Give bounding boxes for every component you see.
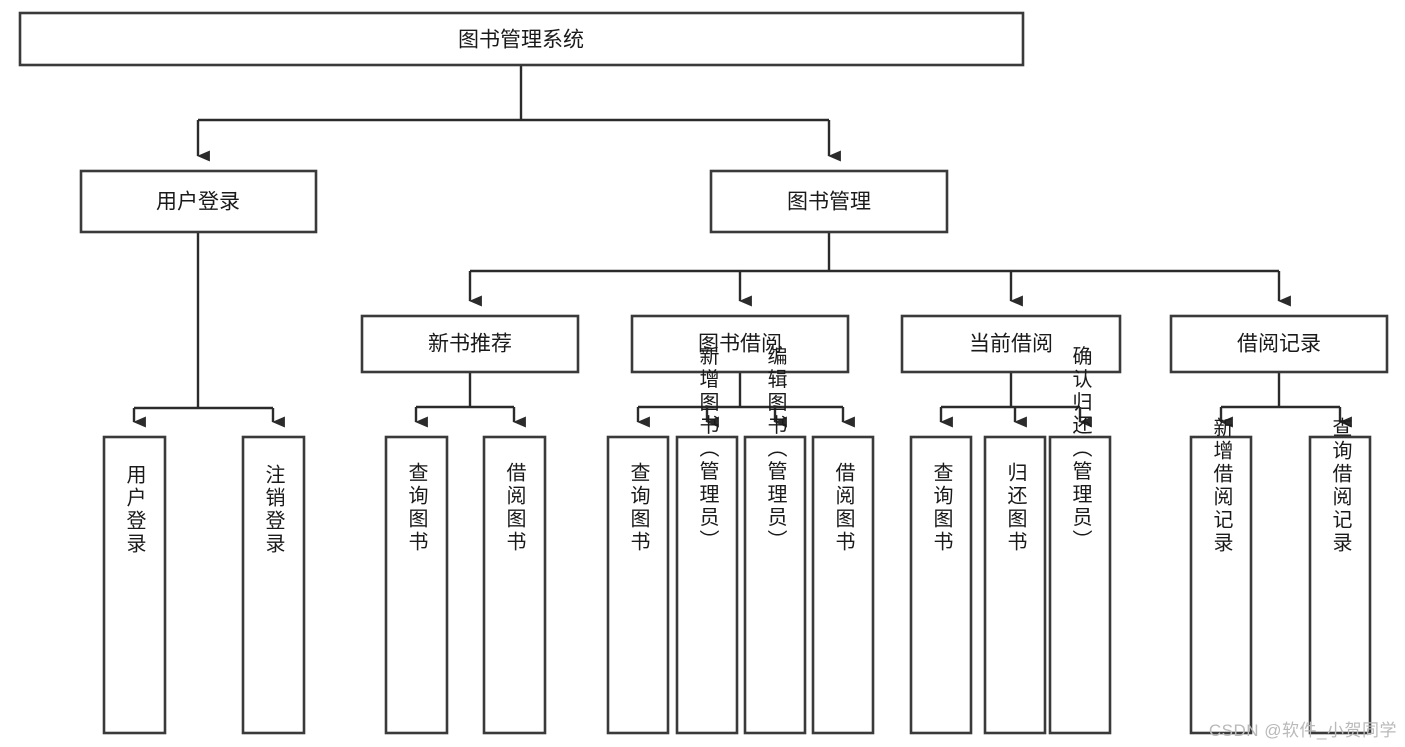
leaf-confirm-return-label: 确认归还（管理员）: [1069, 345, 1092, 552]
leaf-query-record[interactable]: 查询借阅记录: [1308, 417, 1372, 735]
leaf-query-book-2-label: 查询图书: [627, 462, 650, 554]
node-current-borrow[interactable]: 当前借阅: [900, 314, 1122, 374]
node-book-borrow[interactable]: 图书借阅: [630, 314, 850, 374]
leaf-borrow-book-1-label: 借阅图书: [503, 462, 526, 554]
leaf-add-record[interactable]: 新增借阅记录: [1189, 417, 1253, 735]
leaf-add-record-label: 新增借阅记录: [1210, 417, 1233, 555]
leaf-add-book[interactable]: 新增图书（管理员）: [675, 345, 739, 735]
leaf-query-book-3[interactable]: 查询图书: [909, 435, 973, 735]
leaf-borrow-book-2[interactable]: 借阅图书: [811, 435, 875, 735]
leaf-query-book-1[interactable]: 查询图书: [384, 435, 449, 735]
leaf-query-record-label: 查询借阅记录: [1329, 417, 1352, 555]
node-current-borrow-label: 当前借阅: [969, 333, 1053, 356]
node-borrow-record[interactable]: 借阅记录: [1169, 314, 1389, 374]
leaf-return-book-label: 归还图书: [1004, 462, 1027, 554]
node-borrow-record-label: 借阅记录: [1237, 333, 1321, 356]
node-new-book-rec-label: 新书推荐: [428, 333, 512, 356]
node-user-login-label: 用户登录: [156, 191, 240, 214]
leaf-edit-book-label: 编辑图书（管理员）: [764, 345, 787, 552]
leaf-borrow-book-2-label: 借阅图书: [832, 462, 855, 554]
leaf-query-book-3-label: 查询图书: [930, 462, 953, 554]
leaf-logout[interactable]: 注销登录: [241, 435, 306, 735]
node-new-book-rec[interactable]: 新书推荐: [360, 314, 580, 374]
node-book-manage-label: 图书管理: [787, 191, 871, 214]
node-root[interactable]: 图书管理系统: [18, 11, 1025, 67]
leaf-user-login[interactable]: 用户登录: [102, 435, 167, 735]
leaf-logout-label: 注销登录: [262, 464, 285, 556]
node-book-borrow-label: 图书借阅: [698, 333, 782, 356]
node-user-login[interactable]: 用户登录: [79, 169, 318, 234]
leaf-add-book-label: 新增图书（管理员）: [696, 345, 719, 552]
node-root-label: 图书管理系统: [458, 29, 584, 52]
leaf-confirm-return[interactable]: 确认归还（管理员）: [1048, 345, 1112, 735]
leaf-edit-book[interactable]: 编辑图书（管理员）: [743, 345, 807, 735]
leaf-return-book[interactable]: 归还图书: [983, 435, 1047, 735]
connectors: [132, 65, 1352, 428]
leaf-user-login-label: 用户登录: [123, 464, 146, 556]
leaf-query-book-2[interactable]: 查询图书: [606, 435, 670, 735]
leaf-query-book-1-label: 查询图书: [405, 462, 428, 554]
node-book-manage[interactable]: 图书管理: [709, 169, 949, 234]
leaf-borrow-book-1[interactable]: 借阅图书: [482, 435, 547, 735]
